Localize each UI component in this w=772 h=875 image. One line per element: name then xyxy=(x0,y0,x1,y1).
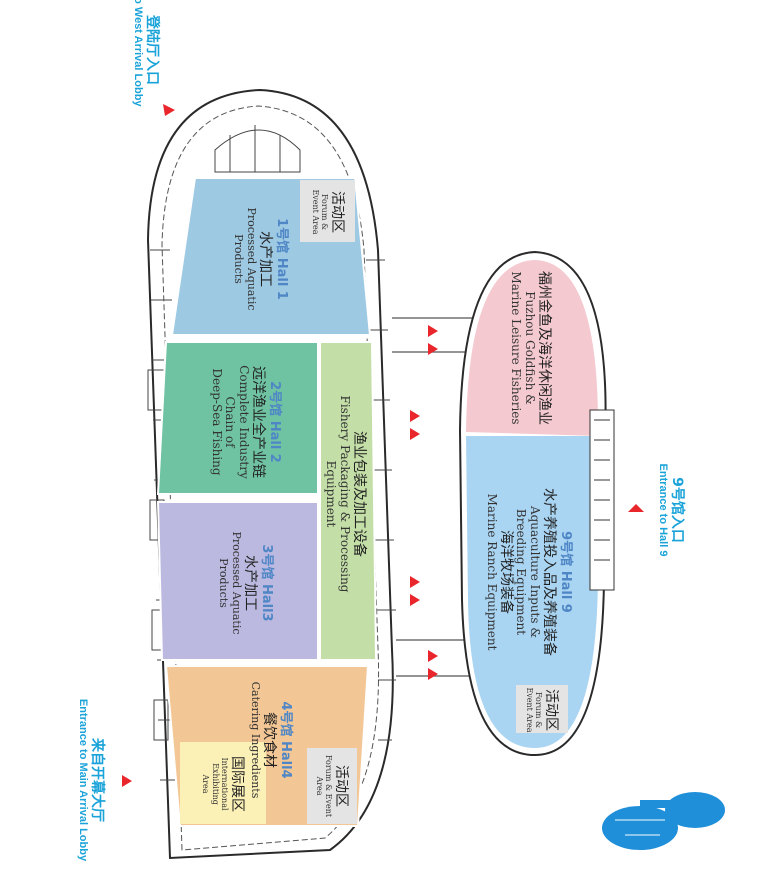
main-lobby-entrance-en: Entrance to Main Arrival Lobby xyxy=(76,698,89,862)
hall-2-number: 2号馆 Hall 2 xyxy=(267,381,283,463)
arrow-6 xyxy=(410,594,420,606)
hall-1-forum-en: Forum & Event Area xyxy=(310,189,330,235)
hall-3-number: 3号馆 Hall3 xyxy=(259,544,275,622)
structural-detail-top xyxy=(214,125,301,173)
fuzhou-label: 福州金鱼及海洋休闲渔业 Fuzhou Goldfish & Marine Lei… xyxy=(502,258,558,438)
hall-1-cn: 水产加工 xyxy=(257,231,274,287)
arrow-3 xyxy=(410,410,420,422)
entry-arrows xyxy=(122,104,644,787)
main-building-inner-outline xyxy=(161,105,380,851)
hall-1-en: Processed Aquatic Products xyxy=(232,207,259,311)
hall-4-forum-label: 活动区 Forum & Event Area xyxy=(312,750,352,822)
hall-4-forum-cn: 活动区 xyxy=(333,765,350,807)
packaging-label: 渔业包装及加工设备 Fishery Packaging & Processing… xyxy=(323,369,367,619)
hall-3-en: Processed Aquatic Products xyxy=(217,531,244,635)
arrow-1 xyxy=(428,325,438,337)
main-lobby-entrance-cn: 来自开幕大厅 xyxy=(89,738,105,822)
structural-detail-right xyxy=(366,259,396,741)
west-lobby-entrance-en: to West Arrival Lobby xyxy=(131,0,144,107)
hall-9-en1: Aquaculture Inputs & xyxy=(528,505,543,639)
hall-9-entrance-structure xyxy=(589,409,615,591)
hall-2-label: 2号馆 Hall 2 远洋渔业全产业链 Complete Industry Ch… xyxy=(205,347,285,497)
hall-9-forum-label: 活动区 Forum & Event Area xyxy=(522,680,562,740)
fuzhou-en1: Fuzhou Goldfish & xyxy=(522,291,537,405)
hall-4-cn: 餐饮食材 xyxy=(260,712,277,768)
hall-9-area xyxy=(466,436,598,748)
hall-1-forum-area xyxy=(300,180,355,242)
hall-9-en2: Breeding Equipment xyxy=(514,508,529,636)
arrow-8 xyxy=(428,668,438,680)
hall-4-number: 4号馆 Hall4 xyxy=(277,701,293,779)
main-lobby-entrance-label: 来自开幕大厅 Entrance to Main Arrival Lobby xyxy=(65,685,105,875)
international-en2: Area xyxy=(201,774,211,794)
packaging-area xyxy=(319,341,378,661)
hall-2-area xyxy=(156,341,319,495)
hall-4-forum-en: Forum & Event Area xyxy=(314,754,334,818)
fuzhou-en2: Marine Leisure Fisheries xyxy=(508,271,523,425)
minimap xyxy=(602,792,725,850)
hall-3-cn: 水产加工 xyxy=(242,555,259,611)
arrow-2 xyxy=(428,343,438,355)
hall-2-en1: Complete Industry Chain of xyxy=(223,365,252,479)
international-area xyxy=(180,742,266,824)
arrow-hall-9-entrance xyxy=(628,504,644,512)
arrow-5 xyxy=(410,576,420,588)
hall-1-number: 1号馆 Hall 1 xyxy=(274,218,290,300)
international-cn: 国际展区 xyxy=(228,756,245,812)
hall-9-cn2: 海洋牧场装备 xyxy=(497,530,514,614)
international-en1: International Exhibiting xyxy=(210,757,229,811)
hall-1-forum-label: 活动区 Forum & Event Area xyxy=(308,182,348,242)
fuzhou-area xyxy=(466,260,599,436)
hall-4-label: 4号馆 Hall4 餐饮食材 Catering Ingredients xyxy=(240,675,300,805)
hall-9-entrance-en: Entrance to Hall 9 xyxy=(656,463,669,557)
west-lobby-entrance-cn: 登陆厅入口 xyxy=(144,15,160,85)
arrow-west-lobby xyxy=(163,104,175,116)
hall-1-forum-cn: 活动区 xyxy=(329,191,346,233)
arrow-main-lobby xyxy=(122,775,132,787)
hall-1-label: 1号馆 Hall 1 水产加工 Processed Aquatic Produc… xyxy=(229,189,291,329)
hall-3-label: 3号馆 Hall3 水产加工 Processed Aquatic Product… xyxy=(214,508,276,658)
hall-9-forum-en: Forum & Event Area xyxy=(524,687,544,733)
hall-9-label: 9号馆 Hall 9 水产养殖投入品及养殖装备 Aquaculture Inpu… xyxy=(478,472,578,672)
international-label: 国际展区 International Exhibiting Area xyxy=(201,744,245,824)
arrow-4 xyxy=(410,428,420,440)
hall-4-forum-area xyxy=(307,748,357,824)
packaging-en: Fishery Packaging & Processing Equipment xyxy=(323,395,352,593)
packaging-cn: 渔业包装及加工设备 xyxy=(350,431,367,557)
hall-9-entrance-cn: 9号馆入口 xyxy=(669,477,685,543)
arrow-7 xyxy=(428,650,438,662)
fuzhou-cn: 福州金鱼及海洋休闲渔业 xyxy=(535,271,552,425)
hall-9-en3: Marine Ranch Equipment xyxy=(484,493,499,651)
hall-9-entrance-label: 9号馆入口 Entrance to Hall 9 xyxy=(645,445,685,575)
hall-9-forum-cn: 活动区 xyxy=(543,689,560,731)
hall-9-cn: 水产养殖投入品及养殖装备 xyxy=(541,488,558,656)
hall-9-number: 9号馆 Hall 9 xyxy=(558,531,574,613)
hall-3-area xyxy=(156,501,319,661)
hall-2-en2: Deep-Sea Fishing xyxy=(209,368,224,476)
hall-4-en: Catering Ingredients xyxy=(248,681,262,799)
hall-9-forum-area xyxy=(516,685,568,733)
hall-2-cn: 远洋渔业全产业链 xyxy=(250,366,267,478)
west-lobby-entrance-label: 登陆厅入口 to West Arrival Lobby xyxy=(120,0,160,120)
